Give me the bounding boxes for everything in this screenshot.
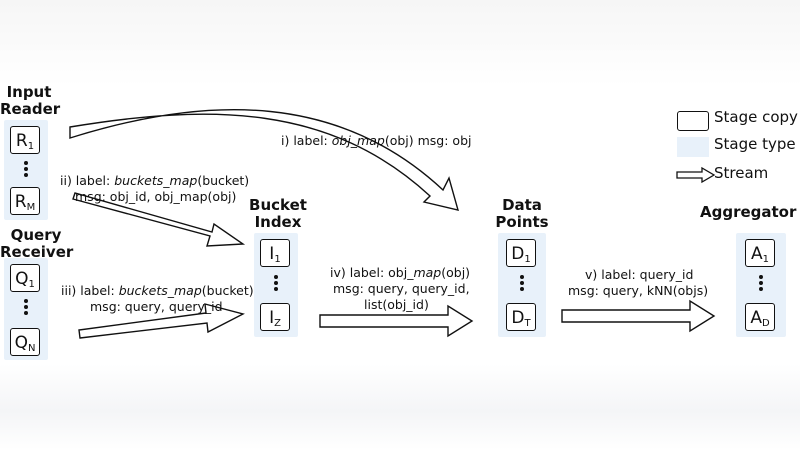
input-reader-copy-last: RM: [10, 187, 40, 215]
bucket-index-copy-first: I1: [260, 239, 290, 267]
data-points-copy-last: DT: [506, 303, 536, 331]
aggregator-title: Aggregator: [700, 203, 797, 221]
query-receiver-copy-first: Q1: [10, 264, 40, 292]
bucket-index-title: Bucket Index: [249, 196, 307, 231]
stream-arrow-ii: [72, 192, 246, 247]
legend-stage-type-swatch: [677, 137, 709, 157]
stream-label-iii-line1: iii) label: buckets_map(bucket): [61, 283, 254, 298]
stream-label-i: i) label: obj_map(obj) msg: obj: [281, 133, 472, 148]
query-receiver-copy-last: QN: [10, 328, 40, 356]
background-top: [0, 0, 800, 86]
aggregator-copy-last: AD: [745, 303, 775, 331]
query-receiver-ellipsis: [23, 299, 29, 317]
input-reader-title: Input Reader: [0, 83, 61, 118]
stream-label-iv-line2: msg: query, query_id,: [333, 281, 470, 296]
stream-arrow-v: [561, 299, 716, 333]
stream-arrow-iv: [319, 304, 474, 338]
stream-label-ii-line2: msg: obj_id, obj_map(obj): [75, 189, 237, 204]
stream-label-v-line1: v) label: query_id: [585, 267, 694, 282]
query-receiver-title: Query Receiver: [0, 226, 74, 261]
pipeline-diagram: Input Reader R1 RM Query Receiver Q1 QN …: [0, 83, 800, 364]
stream-label-ii-line1: ii) label: buckets_map(bucket): [60, 173, 250, 188]
legend-stream-arrow: [676, 166, 716, 184]
stream-arrow-iii: [78, 303, 245, 339]
bucket-index-ellipsis: [273, 275, 279, 293]
bucket-index-copy-last: IZ: [260, 303, 290, 331]
stream-label-v-line2: msg: query, kNN(objs): [568, 283, 709, 298]
background-bottom: [0, 364, 800, 450]
aggregator-ellipsis: [758, 275, 764, 293]
aggregator-copy-first: A1: [745, 239, 775, 267]
input-reader-ellipsis: [23, 161, 29, 179]
data-points-title: Data Points: [495, 196, 549, 231]
stream-arrows: [69, 109, 716, 339]
legend-stage-type-label: Stage type: [714, 135, 796, 153]
legend-stream-label: Stream: [714, 164, 769, 182]
stream-label-iv-line1: iv) label: obj_map(obj): [330, 265, 471, 280]
stream-arrow-i: [69, 109, 459, 211]
stream-label-iii-line2: msg: query, query_id: [90, 299, 223, 314]
input-reader-copy-first: R1: [10, 126, 40, 154]
data-points-copy-first: D1: [506, 239, 536, 267]
stream-label-iv-line3: list(obj_id): [364, 297, 429, 312]
legend-stage-copy-swatch: [677, 111, 709, 131]
data-points-ellipsis: [519, 275, 525, 293]
legend-stage-copy-label: Stage copy: [714, 108, 798, 126]
